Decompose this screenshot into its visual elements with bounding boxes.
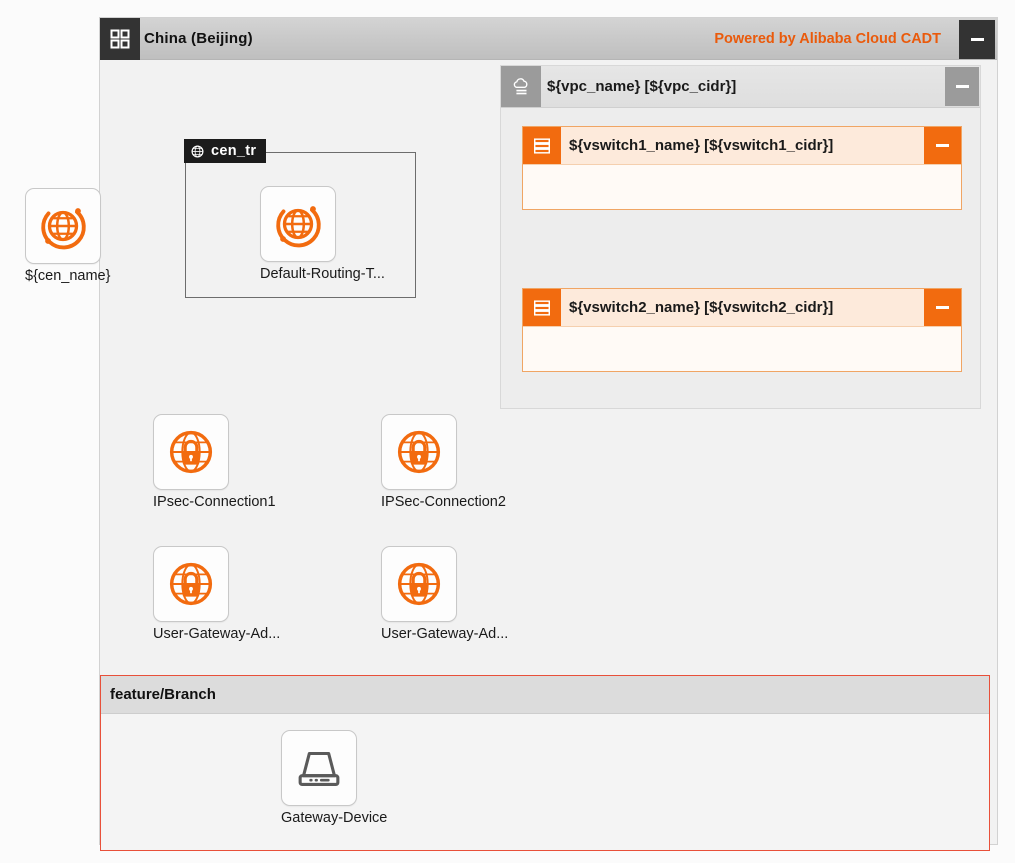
node-user-gateway-1-label: User-Gateway-Ad... [153, 626, 281, 642]
node-cen[interactable]: ${cen_name} [25, 188, 111, 284]
vpc-title: ${vpc_name} [${vpc_cidr}] [547, 78, 737, 95]
node-gateway-device-label: Gateway-Device [281, 810, 388, 826]
node-cen-label: ${cen_name} [25, 268, 111, 284]
branch-title: feature/Branch [110, 686, 216, 703]
vswitch-panel-2: ${vswitch2_name} [${vswitch2_cidr}] [522, 288, 962, 372]
region-collapse-button[interactable] [959, 20, 995, 59]
node-user-gateway-2-label: User-Gateway-Ad... [381, 626, 509, 642]
node-ipsec-connection-1-tile[interactable] [153, 414, 229, 490]
gateway-device-icon [298, 751, 340, 786]
minus-icon [955, 85, 969, 88]
vpn-lock-globe-icon [397, 430, 441, 474]
vswitch-panel-1: ${vswitch1_name} [${vswitch1_cidr}] [522, 126, 962, 210]
region-title: China (Beijing) [144, 30, 253, 47]
vpn-lock-globe-icon [397, 562, 441, 606]
node-user-gateway-1[interactable]: User-Gateway-Ad... [153, 546, 281, 642]
vswitch-title-1: ${vswitch1_name} [${vswitch1_cidr}] [569, 137, 834, 154]
vswitch-header-2[interactable]: ${vswitch2_name} [${vswitch2_cidr}] [523, 289, 961, 327]
grid-icon[interactable] [100, 18, 140, 60]
minus-icon [970, 38, 984, 41]
cen-transit-router-group [185, 152, 416, 298]
node-user-gateway-2-tile[interactable] [381, 546, 457, 622]
vswitch-header-1[interactable]: ${vswitch1_name} [${vswitch1_cidr}] [523, 127, 961, 165]
node-ipsec-connection-1-label: IPsec-Connection1 [153, 494, 276, 510]
branch-panel: feature/Branch [100, 675, 990, 851]
node-ipsec-connection-2-tile[interactable] [381, 414, 457, 490]
cloud-vpc-icon [501, 66, 541, 107]
vswitch-icon [523, 127, 561, 164]
cen-globe-icon [276, 206, 321, 248]
globe-grid-icon [191, 145, 204, 157]
vpn-lock-globe-icon [169, 562, 213, 606]
node-gateway-device[interactable]: Gateway-Device [281, 730, 388, 826]
branch-header[interactable]: feature/Branch [101, 676, 989, 714]
vswitch-title-2: ${vswitch2_name} [${vswitch2_cidr}] [569, 299, 834, 316]
node-ipsec-connection-2-label: IPSec-Connection2 [381, 494, 506, 510]
node-gateway-device-tile[interactable] [281, 730, 357, 806]
vpc-header[interactable]: ${vpc_name} [${vpc_cidr}] [501, 66, 980, 108]
node-transit-router[interactable]: Default-Routing-T... [260, 186, 385, 282]
minus-icon [936, 144, 949, 147]
vpn-lock-globe-icon [169, 430, 213, 474]
node-transit-router-label: Default-Routing-T... [260, 266, 385, 282]
node-ipsec-connection-2[interactable]: IPSec-Connection2 [381, 414, 506, 510]
cen-group-badge[interactable]: cen_tr [184, 139, 267, 163]
cen-globe-icon [41, 208, 86, 250]
vpc-panel: ${vpc_name} [${vpc_cidr}] ${vswitch1_ [500, 65, 981, 409]
node-user-gateway-1-tile[interactable] [153, 546, 229, 622]
node-cen-tile[interactable] [25, 188, 101, 264]
node-user-gateway-2[interactable]: User-Gateway-Ad... [381, 546, 509, 642]
vswitch-icon [523, 289, 561, 326]
region-header[interactable]: China (Beijing) Powered by Alibaba Cloud… [100, 18, 997, 60]
vswitch-collapse-button-2[interactable] [924, 289, 961, 326]
minus-icon [936, 306, 949, 309]
node-ipsec-connection-1[interactable]: IPsec-Connection1 [153, 414, 276, 510]
cadt-branding: Powered by Alibaba Cloud CADT [714, 31, 941, 47]
node-transit-router-tile[interactable] [260, 186, 336, 262]
vswitch-collapse-button-1[interactable] [924, 127, 961, 164]
cen-group-label: cen_tr [211, 143, 257, 159]
vpc-collapse-button[interactable] [945, 67, 979, 106]
